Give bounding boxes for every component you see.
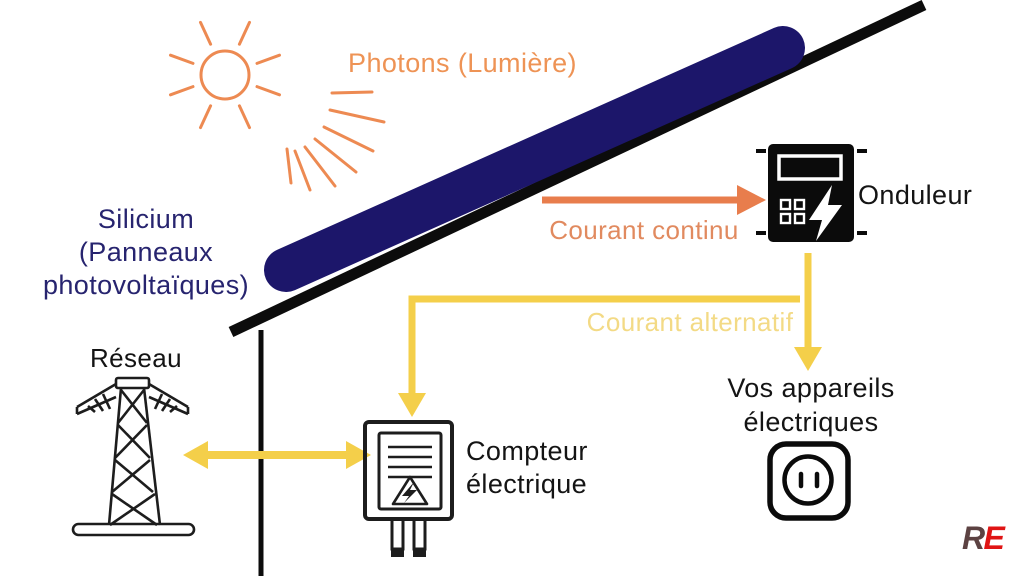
photons-label: Photons (Lumière) — [348, 48, 577, 78]
brand-logo: RE — [962, 520, 1018, 556]
lightning-bolt-icon — [402, 482, 417, 503]
silicium-line-1: Silicium — [97, 204, 195, 234]
warning-triangle-icon — [391, 475, 429, 506]
ac-arrow-to-devices — [794, 253, 822, 371]
roof-line — [228, 0, 927, 337]
reseau-label: Réseau — [89, 343, 183, 373]
grid-double-arrow — [183, 441, 371, 469]
logo-letter-e: E — [983, 520, 1006, 556]
silicium-label: Silicium (Panneaux photovoltaïques) — [20, 203, 272, 302]
dc-current-arrow — [542, 185, 766, 215]
vos-appareils-line-1: Vos appareils — [727, 373, 895, 403]
silicium-line-2: (Panneaux — [78, 237, 214, 267]
lightning-bolt-icon — [809, 185, 842, 241]
vos-appareils-line-2: électriques — [743, 407, 879, 437]
solar-panel — [264, 26, 805, 292]
compteur-line-1: Compteur — [466, 436, 588, 466]
transmission-tower-icon — [71, 376, 196, 537]
ac-arrow-to-meter — [398, 295, 800, 417]
onduleur-label: Onduleur — [858, 180, 973, 210]
logo-letter-r: R — [962, 520, 986, 556]
compteur-label: Compteur électrique — [466, 435, 626, 501]
light-rays-icon — [285, 90, 386, 192]
courant-alternatif-label: Courant alternatif — [586, 307, 794, 337]
sun-icon — [169, 20, 281, 130]
compteur-line-2: électrique — [466, 469, 588, 499]
electric-meter-icon — [363, 420, 454, 557]
silicium-line-3: photovoltaïques) — [42, 270, 250, 300]
inverter-icon — [756, 144, 867, 242]
courant-continu-label: Courant continu — [549, 215, 739, 245]
vos-appareils-label: Vos appareils électriques — [716, 371, 906, 439]
power-outlet-icon — [767, 441, 851, 521]
